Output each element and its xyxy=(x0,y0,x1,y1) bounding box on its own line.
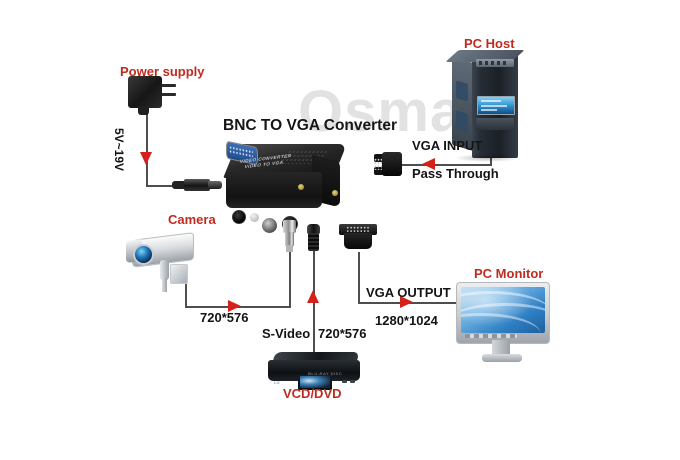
adapter-body xyxy=(128,76,162,108)
label-vcd-dvd: VCD/DVD xyxy=(283,386,342,401)
vga-screw-right xyxy=(332,190,338,196)
diagram-title: BNC TO VGA Converter xyxy=(223,117,397,134)
pc-bezel-seg-4 xyxy=(497,61,500,65)
camera-lens xyxy=(133,244,154,265)
pc-host-tower xyxy=(445,50,525,162)
converter-power-led xyxy=(250,213,259,222)
label-pc-host: PC Host xyxy=(464,36,515,51)
pc-side-vent-upper xyxy=(456,80,468,102)
wire-camera-vertical xyxy=(185,276,187,308)
pc-ground-shadow xyxy=(454,154,520,162)
pc-optical-drive-bay xyxy=(476,118,514,130)
vga-plug-shell xyxy=(339,224,377,235)
arrow-vgaout-right xyxy=(400,296,413,308)
label-pass-through: Pass Through xyxy=(412,166,499,181)
vga-plug-hood xyxy=(344,233,372,249)
wire-power-horizontal xyxy=(146,185,178,187)
arrow-vgain-left xyxy=(422,158,435,170)
dvd-model-text: BLU-RAY DISC xyxy=(308,371,343,376)
monitor-stand-neck xyxy=(492,340,510,356)
svideo-plug-head xyxy=(307,224,320,234)
vga-plug2-pins xyxy=(374,158,382,170)
converter-front-face xyxy=(226,172,322,233)
label-vga-output-resolution: 1280*1024 xyxy=(375,313,438,328)
pc-front-lcd-display xyxy=(477,96,515,115)
vga-plug2-hood xyxy=(382,152,402,176)
label-camera-resolution: 720*576 xyxy=(200,310,249,325)
camera-pole xyxy=(162,278,167,292)
arrow-camera-right xyxy=(228,300,241,312)
wire-bnc-drop xyxy=(289,248,291,308)
svideo-plug-grip xyxy=(308,233,319,251)
dc-plug-tip xyxy=(208,181,222,189)
wire-power-vertical xyxy=(146,108,148,186)
pc-lcd-line-1 xyxy=(481,100,501,102)
camera-wall-mount xyxy=(170,264,188,284)
label-voltage: 5V~19V xyxy=(112,128,126,172)
dc-barrel-body xyxy=(184,179,210,191)
pc-left-panel xyxy=(452,56,474,152)
pc-monitor xyxy=(456,282,550,364)
label-camera: Camera xyxy=(168,212,216,227)
monitor-bezel xyxy=(456,282,550,344)
cctv-camera xyxy=(126,228,196,294)
dvd-disc-tray xyxy=(298,375,332,390)
dvd-button-2 xyxy=(350,380,355,383)
arrow-svideo-up xyxy=(307,290,319,303)
adapter-cable-neck xyxy=(138,106,149,115)
label-s-video-resolution: 720*576 xyxy=(318,326,367,341)
bnc-cable-boot xyxy=(286,245,293,252)
wire-vgain-horizontal xyxy=(396,164,492,166)
power-supply-adapter xyxy=(128,76,176,118)
monitor-screen xyxy=(461,287,545,333)
monitor-control-buttons xyxy=(465,334,517,338)
converter-dc-jack xyxy=(232,210,246,224)
dvd-button-1 xyxy=(342,380,347,383)
pc-lcd-line-3 xyxy=(481,109,497,111)
label-s-video: S-Video xyxy=(262,326,311,341)
label-pc-monitor: PC Monitor xyxy=(474,266,544,281)
svideo-male-connector xyxy=(307,224,321,252)
adapter-prong-top xyxy=(161,84,176,87)
vga-plug-pins xyxy=(346,226,370,233)
vga-plug2-wing-bottom xyxy=(374,167,384,175)
bnc-male-connector xyxy=(283,220,297,253)
label-vga-output: VGA OUTPUT xyxy=(366,285,451,300)
label-power-supply: Power supply xyxy=(120,64,205,79)
pc-bezel-seg-3 xyxy=(491,61,494,65)
bnc-bayonet-head xyxy=(283,220,296,233)
dvd-tray-artwork xyxy=(300,376,330,388)
wire-vgaout-vertical xyxy=(358,252,360,304)
pc-top-bezel-strip xyxy=(476,59,514,67)
vga-screw-left xyxy=(298,184,304,190)
vga-male-connector-output xyxy=(339,224,379,252)
dc-barrel-plug xyxy=(172,179,224,193)
label-vga-input: VGA INPUT xyxy=(412,138,483,153)
pc-bezel-seg-1 xyxy=(479,61,482,65)
camera-arm xyxy=(160,260,169,280)
vga-male-connector-passthrough xyxy=(374,152,404,178)
dvd-front-face: BLU-RAY DISC LG xyxy=(268,360,360,385)
pc-bezel-seg-2 xyxy=(485,61,488,65)
dvd-brand-logo: LG xyxy=(274,380,280,385)
monitor-stand-base xyxy=(482,354,522,362)
converter-bnc-jack xyxy=(262,218,277,233)
bnc-to-vga-converter: VIDEO CONVERTER VIDEO TO VGA xyxy=(223,140,347,233)
dc-strain-relief xyxy=(172,181,186,189)
monitor-wallpaper-wave-1 xyxy=(461,291,545,333)
monitor-wallpaper-wave-2 xyxy=(461,303,545,333)
vcd-dvd-player: BLU-RAY DISC LG xyxy=(268,352,364,392)
monitor-wallpaper-wave-3 xyxy=(461,313,541,333)
pc-lcd-line-2 xyxy=(481,105,507,107)
pc-bezel-seg-5 xyxy=(503,61,506,65)
arrow-power-down xyxy=(140,152,152,165)
bnc-connector-body xyxy=(285,232,294,246)
pc-side-vent-lower xyxy=(456,110,468,132)
adapter-prong-bottom xyxy=(161,93,176,96)
